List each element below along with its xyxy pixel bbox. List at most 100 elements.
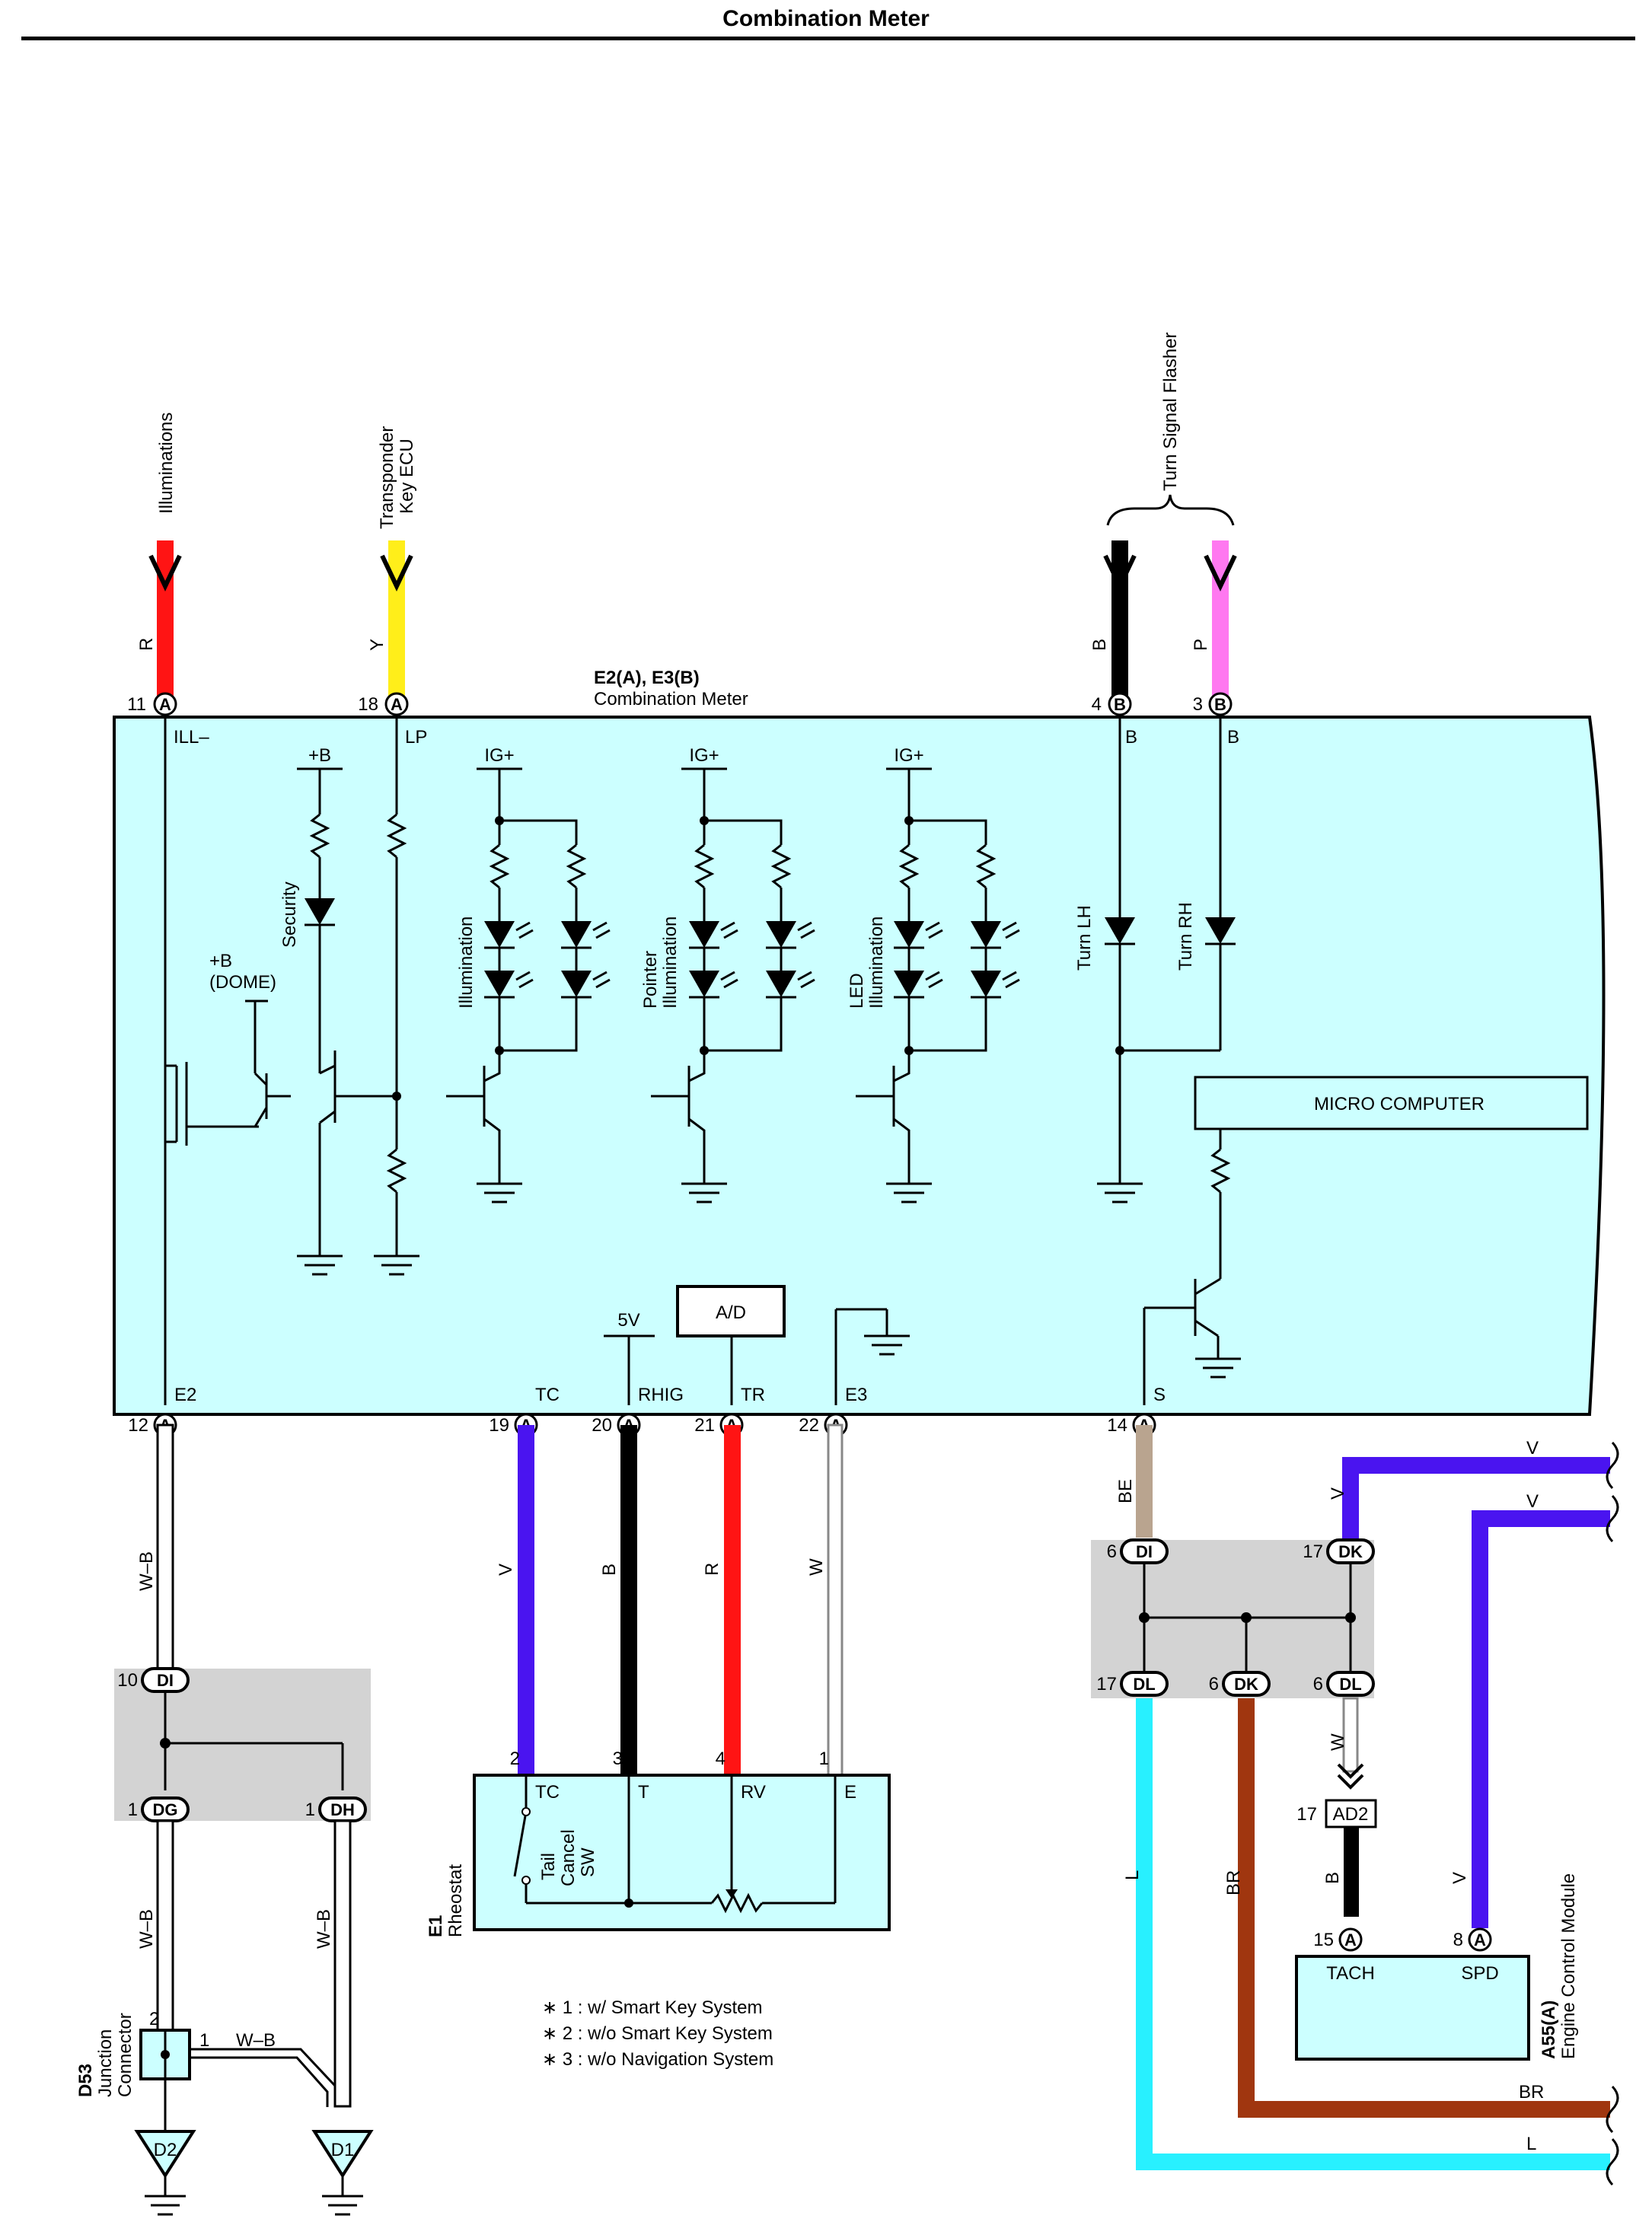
term-e3: E3 xyxy=(845,1385,867,1405)
ecm-term-spd: SPD xyxy=(1461,1963,1498,1984)
term-tc: TC xyxy=(535,1385,560,1405)
ecm-term-tach: TACH xyxy=(1326,1963,1375,1984)
jl-out-2-id: DH xyxy=(330,1800,355,1819)
pin-4b-num: 4 xyxy=(1092,694,1102,715)
top-pins: A 11 ILL– A 18 LP B 4 B B 3 B xyxy=(127,692,1239,748)
wire-label-w: W xyxy=(806,1558,827,1576)
jr-out-3-num: 6 xyxy=(1313,1674,1323,1694)
wire-label-v: V xyxy=(496,1564,516,1576)
rheostat-desc: Rheostat xyxy=(445,1864,466,1937)
d53-wb-wire xyxy=(190,2048,336,2107)
led-security xyxy=(305,898,335,925)
ad2-label: AD2 xyxy=(1333,1804,1369,1825)
led-block-pointer: IG+ xyxy=(651,745,815,1203)
rheo-term-rv: RV xyxy=(741,1782,766,1803)
wire-label-be: BE xyxy=(1115,1479,1136,1503)
label-plus-b-dome: +B xyxy=(209,951,232,971)
pin-4b-conn: B xyxy=(1114,695,1126,714)
pin-11a-num: 11 xyxy=(127,694,146,715)
wire-yellow-lp xyxy=(388,540,405,700)
junction-left-box xyxy=(114,1669,371,1821)
arrow-lp xyxy=(380,554,413,591)
label-led: LED xyxy=(847,973,867,1009)
ecm-pin-15-num: 15 xyxy=(1313,1930,1334,1950)
wire-label-br: BR xyxy=(1223,1870,1244,1895)
switch-label-3: SW xyxy=(578,1847,598,1877)
wire-cyan-l xyxy=(1136,1698,1610,2170)
term-e2: E2 xyxy=(174,1385,196,1405)
ecm-pin-15-conn: A xyxy=(1344,1930,1357,1949)
jr-in-2-id: DK xyxy=(1338,1542,1363,1561)
jl-in-id: DI xyxy=(157,1671,174,1690)
rheo-pin-1: 1 xyxy=(819,1749,829,1769)
pin-21a-num: 21 xyxy=(694,1415,715,1436)
ecm-pin-8-num: 8 xyxy=(1453,1930,1463,1950)
top-labels: Illuminations Transponder Key ECU Turn S… xyxy=(136,332,1211,651)
violet-wires xyxy=(1342,1457,1610,1928)
note-3: ∗ 3 : w/o Navigation System xyxy=(542,2049,773,2070)
wire-label-v-in: V xyxy=(1328,1487,1348,1500)
label-dome: (DOME) xyxy=(209,972,276,993)
label-5v: 5V xyxy=(617,1310,639,1331)
jl-out-2-num: 1 xyxy=(305,1800,315,1820)
led-led-1a xyxy=(894,921,924,948)
term-ill: ILL– xyxy=(174,727,209,748)
d53-desc2: Connector xyxy=(115,2013,136,2097)
ecm-name: A55(A) xyxy=(1539,2000,1559,2059)
term-b-rh: B xyxy=(1227,727,1239,748)
pin-20a-num: 20 xyxy=(592,1415,612,1436)
rheostat-internal xyxy=(513,1775,837,1914)
term-b-lh: B xyxy=(1125,727,1137,748)
label-plus-b: +B xyxy=(308,745,331,766)
label-pointer: Pointer xyxy=(640,951,661,1009)
pin-19a-num: 19 xyxy=(489,1415,509,1436)
ad2-pin: 17 xyxy=(1296,1804,1317,1825)
led-illumination-2b xyxy=(561,971,592,997)
label-transponder: Transponder xyxy=(377,426,397,529)
label-illumination: Illumination xyxy=(456,917,477,1009)
title-rule xyxy=(21,37,1635,40)
led-turn-rh xyxy=(1205,917,1236,944)
note-1: ∗ 1 : w/ Smart Key System xyxy=(542,1997,763,2018)
led-pointer-2b xyxy=(766,971,796,997)
jl-out-1-num: 1 xyxy=(128,1800,138,1820)
d53-pin1: 1 xyxy=(199,2030,209,2051)
edge-label-br: BR xyxy=(1519,2082,1544,2103)
switch-label-1: Tail xyxy=(538,1853,559,1880)
jr-in-2-num: 17 xyxy=(1303,1541,1323,1562)
pin-18a-num: 18 xyxy=(358,694,378,715)
edge-label-l: L xyxy=(1526,2134,1536,2154)
rheo-pin-3: 3 xyxy=(613,1749,623,1769)
wire-label-w2: W xyxy=(1328,1733,1348,1751)
jr-out-1-num: 17 xyxy=(1096,1674,1117,1694)
term-lp: LP xyxy=(405,727,427,748)
wire-label-wb-dg: W–B xyxy=(136,1909,157,1949)
turn-circuit xyxy=(1097,715,1222,1203)
ground-d2: D2 xyxy=(134,2130,196,2216)
wire-label-wb: W–B xyxy=(136,1551,157,1591)
label-ig-illumination: IG+ xyxy=(484,745,514,766)
meter-name: E2(A), E3(B) xyxy=(594,668,700,688)
led-pointer-2a xyxy=(689,971,719,997)
arrow-ill xyxy=(148,554,182,591)
label-micro-computer: MICRO COMPUTER xyxy=(1314,1094,1485,1114)
internal-circuits xyxy=(164,715,419,1405)
bottom-wires xyxy=(156,1423,1153,1777)
wire-label-b3: B xyxy=(1322,1872,1343,1884)
jr-out-2-num: 6 xyxy=(1209,1674,1219,1694)
top-wires xyxy=(148,494,1237,700)
jl-in xyxy=(141,1667,190,1693)
pin-18a-conn: A xyxy=(391,695,403,714)
d53-wire: W–B xyxy=(236,2030,276,2051)
jr-in-1-id: DI xyxy=(1136,1542,1153,1561)
wire-red-ill xyxy=(157,540,174,700)
ground-d1-label: D1 xyxy=(331,2140,355,2160)
label-ig-led: IG+ xyxy=(894,745,923,766)
jl-in-num: 10 xyxy=(117,1670,138,1691)
rheo-term-t: T xyxy=(638,1782,649,1803)
rheo-pin-2: 2 xyxy=(510,1749,520,1769)
micro-output xyxy=(604,1129,1241,1405)
adc-box xyxy=(676,1285,786,1337)
led-led-1b xyxy=(971,921,1001,948)
wire-label-r2: R xyxy=(702,1563,722,1576)
